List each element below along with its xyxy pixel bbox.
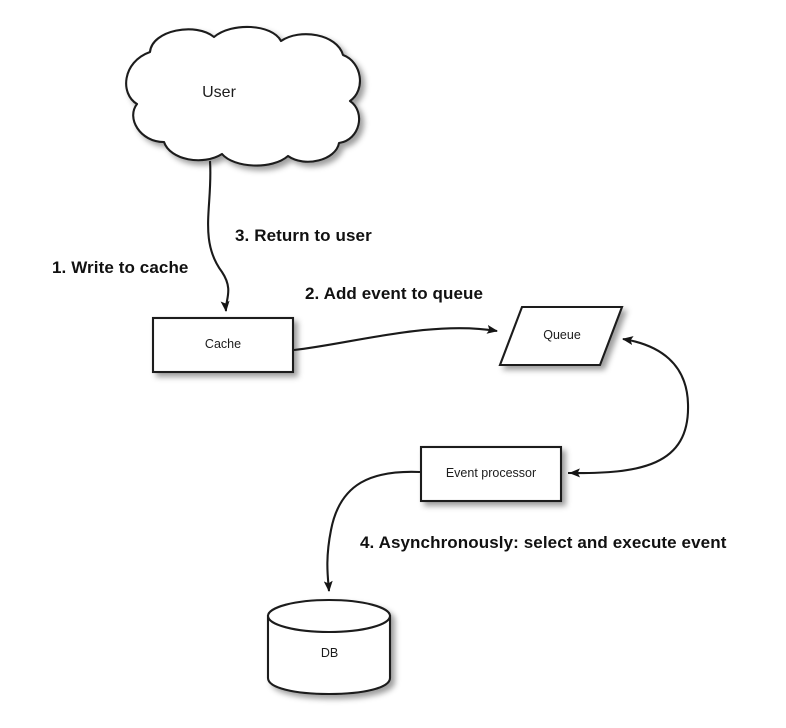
- node-cache[interactable]: [151, 316, 295, 374]
- node-db[interactable]: [266, 598, 392, 696]
- edge-label-write-to-cache: 1. Write to cache: [52, 258, 189, 277]
- edge-queue-to-eventprocessor: [569, 468, 581, 478]
- edge-label-add-event-to-queue: 2. Add event to queue: [305, 284, 484, 303]
- edge-label-asynchronously-select-and-execute-event: 4. Asynchronously: select and execute ev…: [360, 533, 727, 552]
- node-user[interactable]: [125, 25, 361, 167]
- edge-eventprocessor-to-queue: [567, 336, 690, 475]
- edge-user-to-cache: [207, 160, 230, 312]
- edge-cache-to-queue: [293, 324, 498, 352]
- edge-eventprocessor-to-db: [323, 470, 421, 592]
- node-event-processor[interactable]: [419, 445, 563, 503]
- node-queue[interactable]: [498, 305, 624, 367]
- edge-label-return-to-user: 3. Return to user: [235, 226, 372, 245]
